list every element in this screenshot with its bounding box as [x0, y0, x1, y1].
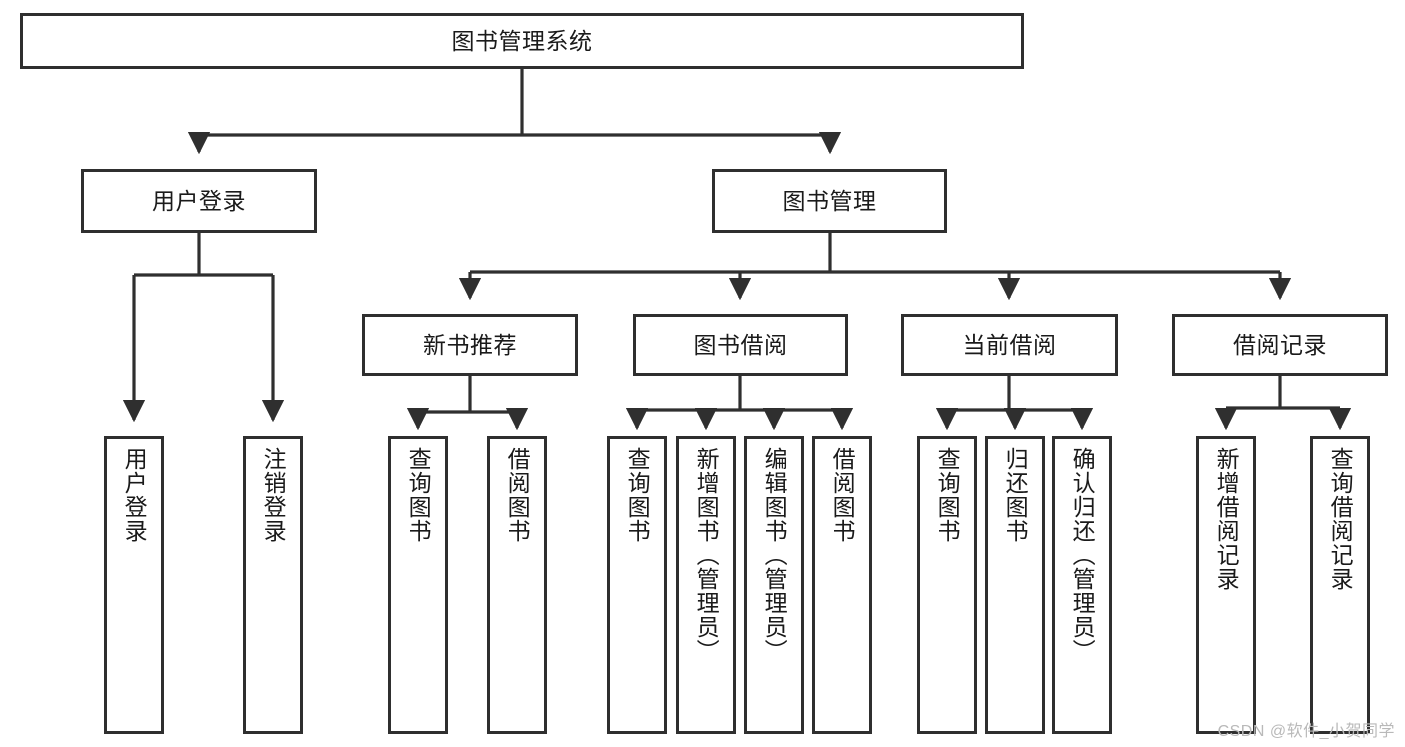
node-label: 图书管理系统 — [451, 27, 593, 54]
node-root-system[interactable]: 图书管理系统 — [20, 13, 1024, 69]
node-leaf-add-borrow-record[interactable]: 新增借阅记录 — [1196, 436, 1256, 734]
node-label: 当前借阅 — [962, 331, 1057, 358]
node-label: 查询图书 — [405, 447, 432, 543]
node-label: 借阅图书 — [829, 447, 856, 543]
node-borrow-record[interactable]: 借阅记录 — [1172, 314, 1388, 376]
node-leaf-add-book-admin[interactable]: 新增图书（管理员） — [676, 436, 736, 734]
node-leaf-return-book[interactable]: 归还图书 — [985, 436, 1045, 734]
node-leaf-query-book-current[interactable]: 查询图书 — [917, 436, 977, 734]
csdn-watermark: CSDN @软件_小贺同学 — [1217, 723, 1395, 740]
node-leaf-query-book[interactable]: 查询图书 — [607, 436, 667, 734]
node-new-book-recommend[interactable]: 新书推荐 — [362, 314, 578, 376]
node-leaf-logout[interactable]: 注销登录 — [243, 436, 303, 734]
node-label: 图书管理 — [782, 187, 877, 214]
node-label: 用户登录 — [121, 447, 148, 543]
node-label: 新书推荐 — [423, 331, 517, 358]
node-book-manage[interactable]: 图书管理 — [712, 169, 947, 233]
node-label: 查询借阅记录 — [1327, 447, 1354, 591]
node-label: 图书借阅 — [693, 331, 788, 358]
node-leaf-edit-book-admin[interactable]: 编辑图书（管理员） — [744, 436, 804, 734]
node-label: 查询图书 — [934, 447, 961, 543]
node-label: 编辑图书（管理员） — [761, 447, 788, 663]
node-label: 查询图书 — [624, 447, 651, 543]
node-book-borrow[interactable]: 图书借阅 — [633, 314, 848, 376]
node-current-borrow[interactable]: 当前借阅 — [901, 314, 1118, 376]
node-label: 新增借阅记录 — [1213, 447, 1240, 591]
node-leaf-query-book-recommend[interactable]: 查询图书 — [388, 436, 448, 734]
node-label: 注销登录 — [260, 447, 287, 543]
node-leaf-borrow-book-recommend[interactable]: 借阅图书 — [487, 436, 547, 734]
node-label: 新增图书（管理员） — [693, 447, 720, 663]
node-leaf-borrow-book[interactable]: 借阅图书 — [812, 436, 872, 734]
node-user-login[interactable]: 用户登录 — [81, 169, 317, 233]
node-leaf-user-login[interactable]: 用户登录 — [104, 436, 164, 734]
node-label: 确认归还（管理员） — [1069, 447, 1096, 663]
node-label: 借阅图书 — [504, 447, 531, 543]
node-label: 归还图书 — [1002, 447, 1029, 543]
node-label: 用户登录 — [152, 187, 246, 214]
node-leaf-confirm-return-admin[interactable]: 确认归还（管理员） — [1052, 436, 1112, 734]
node-leaf-query-borrow-record[interactable]: 查询借阅记录 — [1310, 436, 1370, 734]
node-label: 借阅记录 — [1233, 331, 1327, 358]
